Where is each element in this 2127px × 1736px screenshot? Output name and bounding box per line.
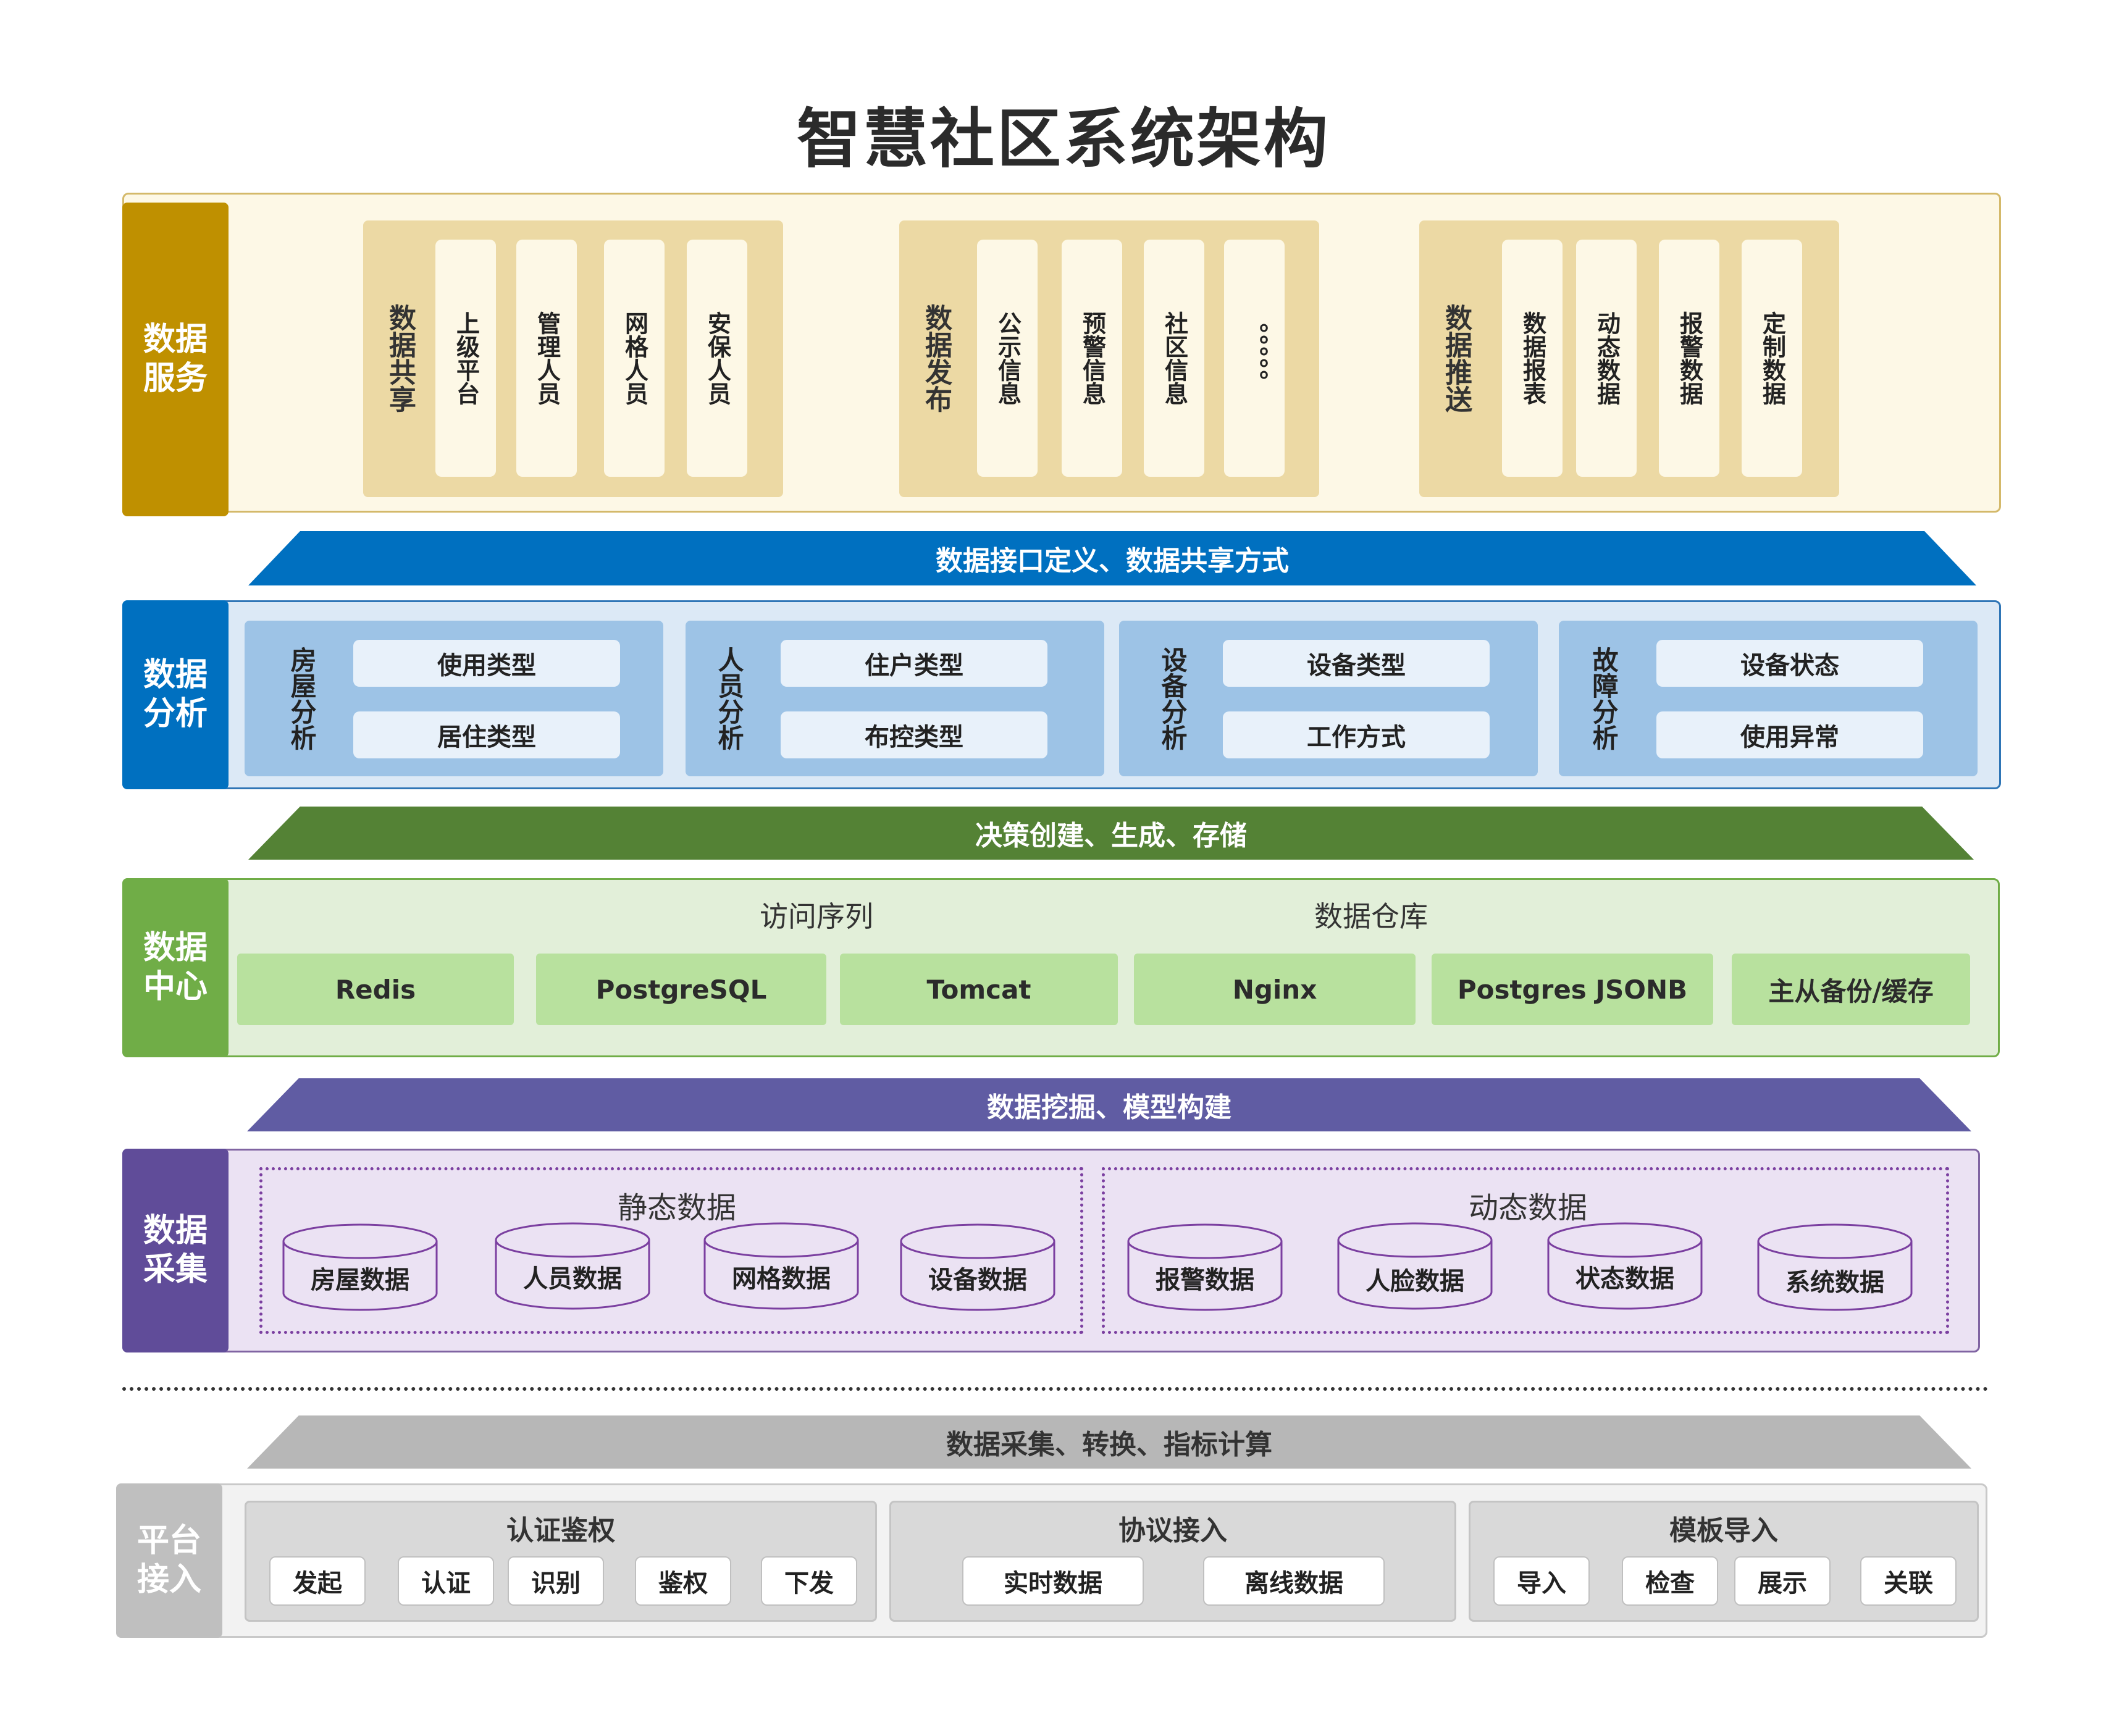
database-label: 系统数据 (1785, 1268, 1884, 1297)
analysis-item: 使用异常 (1656, 711, 1923, 758)
section-divider (122, 1387, 1989, 1391)
center-sub-access: 访问序列 (760, 900, 873, 933)
service-item: 社区信息 (1144, 240, 1204, 477)
database-cylinder: 网格数据 (703, 1220, 860, 1310)
database-cylinder: 状态数据 (1546, 1220, 1703, 1310)
service-item: 报警数据 (1659, 240, 1719, 477)
database-icon (282, 1223, 438, 1311)
static-data-title: 静态数据 (618, 1191, 737, 1225)
dynamic-data-title: 动态数据 (1469, 1191, 1588, 1225)
static-data-group (259, 1167, 1083, 1334)
analysis-layer-label: 数据 分析 (122, 600, 229, 789)
platform-item: 鉴权 (635, 1556, 731, 1606)
database-icon (703, 1222, 859, 1310)
service-item: 网格人员 (604, 240, 665, 477)
platform-item: 检查 (1622, 1556, 1718, 1606)
service-item: 。。。。。 (1224, 240, 1285, 477)
database-cylinder: 报警数据 (1126, 1222, 1283, 1312)
band-interface: 数据接口定义、数据共享方式 (248, 531, 1976, 585)
database-icon (1127, 1223, 1283, 1311)
database-label: 设备数据 (928, 1266, 1027, 1294)
platform-item: 离线数据 (1203, 1556, 1385, 1606)
service-item: 预警信息 (1062, 240, 1122, 477)
center-item-postgres-jsonb: Postgres JSONB (1432, 954, 1713, 1025)
database-cylinder: 房屋数据 (282, 1222, 438, 1312)
platform-item: 实时数据 (962, 1556, 1144, 1606)
database-cylinder: 设备数据 (899, 1222, 1056, 1312)
platform-item: 关联 (1860, 1556, 1957, 1606)
database-label: 网格数据 (732, 1265, 831, 1293)
platform-item: 导入 (1493, 1556, 1590, 1606)
analysis-item: 设备类型 (1223, 640, 1490, 687)
analysis-item: 工作方式 (1223, 711, 1490, 758)
band-mining: 数据挖掘、模型构建 (247, 1078, 1971, 1131)
analysis-item: 住户类型 (781, 640, 1047, 687)
platform-group-head: 模板导入 (1669, 1515, 1778, 1546)
platform-group-head: 协议接入 (1118, 1515, 1227, 1546)
database-label: 人员数据 (523, 1265, 622, 1293)
center-item-tomcat: Tomcat (840, 954, 1118, 1025)
platform-item: 发起 (269, 1556, 366, 1606)
analysis-group-head: 故障分析 (1588, 647, 1619, 750)
center-item-redis: Redis (237, 954, 514, 1025)
database-icon (1337, 1222, 1493, 1310)
band-calc: 数据采集、转换、指标计算 (247, 1415, 1971, 1469)
service-item: 公示信息 (977, 240, 1038, 477)
database-cylinder: 人脸数据 (1336, 1220, 1493, 1310)
platform-group-head: 认证鉴权 (506, 1515, 615, 1546)
service-item: 动态数据 (1576, 240, 1637, 477)
collection-layer-label: 数据 采集 (122, 1149, 229, 1352)
platform-layer-label: 平台 接入 (116, 1483, 222, 1638)
center-layer-label: 数据 中心 (122, 878, 229, 1057)
page-title: 智慧社区系统架构 (796, 101, 1330, 177)
service-item: 安保人员 (687, 240, 747, 477)
platform-item: 认证 (398, 1556, 494, 1606)
database-label: 人脸数据 (1366, 1267, 1464, 1296)
database-label: 状态数据 (1575, 1265, 1674, 1293)
database-cylinder: 系统数据 (1756, 1222, 1913, 1312)
database-icon (1547, 1222, 1703, 1310)
analysis-item: 使用类型 (353, 640, 620, 687)
database-icon (1757, 1223, 1913, 1311)
platform-item: 下发 (761, 1556, 857, 1606)
database-label: 房屋数据 (311, 1266, 409, 1294)
analysis-group-head: 人员分析 (714, 647, 744, 750)
analysis-group-head: 设备分析 (1157, 647, 1188, 750)
analysis-group-head: 房屋分析 (287, 647, 317, 750)
service-layer-label: 数据 服务 (122, 203, 229, 516)
database-label: 报警数据 (1156, 1266, 1254, 1294)
center-item-nginx: Nginx (1134, 954, 1416, 1025)
service-item: 上级平台 (435, 240, 496, 477)
band-decision: 决策创建、生成、存储 (248, 807, 1974, 860)
service-item: 定制数据 (1742, 240, 1802, 477)
center-item-backup: 主从备份/缓存 (1732, 954, 1970, 1025)
service-group-head: 数据共享 (384, 304, 416, 413)
analysis-item: 设备状态 (1656, 640, 1923, 687)
analysis-item: 布控类型 (781, 711, 1047, 758)
service-item: 管理人员 (516, 240, 577, 477)
center-sub-warehouse: 数据仓库 (1314, 900, 1428, 933)
platform-item: 识别 (508, 1556, 604, 1606)
service-item: 数据报表 (1502, 240, 1563, 477)
database-icon (900, 1223, 1055, 1311)
analysis-item: 居住类型 (353, 711, 620, 758)
service-group-head: 数据推送 (1440, 304, 1472, 413)
center-item-postgresql: PostgreSQL (536, 954, 826, 1025)
database-cylinder: 人员数据 (494, 1220, 651, 1310)
database-icon (495, 1222, 650, 1310)
dynamic-data-group (1102, 1167, 1949, 1334)
platform-item: 展示 (1734, 1556, 1831, 1606)
service-group-head: 数据发布 (920, 304, 952, 413)
